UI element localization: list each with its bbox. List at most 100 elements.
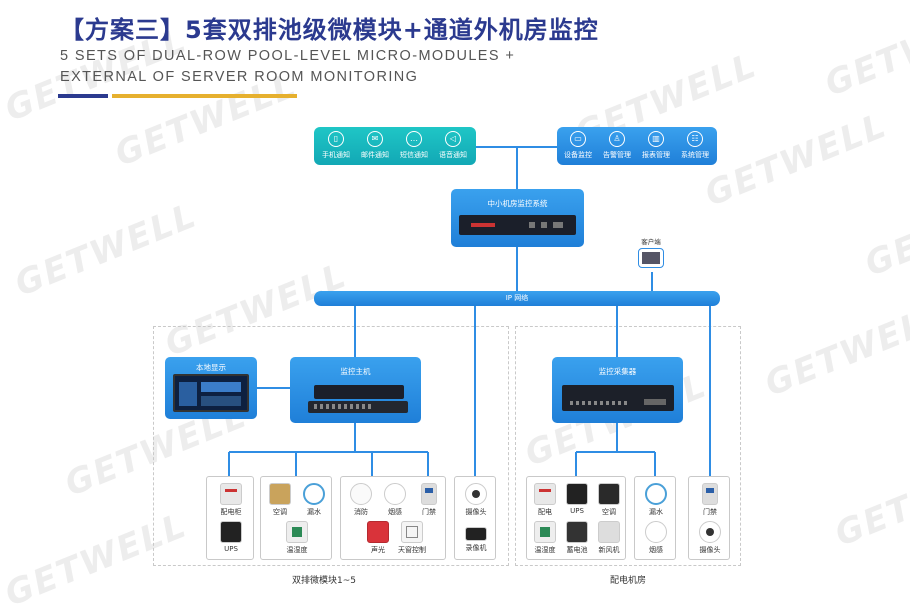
manage-item-report[interactable]: ▥ 报表管理	[638, 131, 674, 160]
item-label: 烟感	[649, 546, 663, 554]
video-recorder-icon	[465, 527, 487, 541]
item-label: 漏水	[649, 508, 663, 516]
list-item[interactable]: UPS	[560, 483, 594, 515]
list-item[interactable]: 漏水	[639, 483, 673, 517]
list-item[interactable]: 温湿度	[528, 521, 562, 555]
notify-item-sms[interactable]: … 短信通知	[396, 131, 432, 160]
temperature-humidity-icon	[286, 521, 308, 543]
laptop-icon	[638, 248, 664, 268]
monitoring-collector[interactable]: 监控采集器	[552, 357, 683, 423]
item-label: UPS	[570, 507, 584, 515]
list-item[interactable]: 烟感	[378, 483, 412, 517]
list-item[interactable]: 门禁	[693, 483, 727, 517]
list-item[interactable]: 新风机	[592, 521, 626, 555]
center-monitoring-system[interactable]: 中小机房监控系统	[451, 189, 584, 247]
access-control-icon	[702, 483, 718, 505]
ip-network-bus: IP 网络	[314, 291, 720, 306]
monitoring-host-label: 监控主机	[340, 367, 371, 376]
list-item[interactable]: 空调	[592, 483, 626, 517]
list-item[interactable]: 漏水	[297, 483, 331, 517]
list-item[interactable]: 配电	[528, 483, 562, 517]
system-icon: ☷	[687, 131, 703, 147]
notify-item-label: 邮件通知	[361, 151, 389, 159]
list-item[interactable]: 烟感	[639, 521, 673, 555]
item-label: 温湿度	[286, 546, 308, 554]
list-item[interactable]: 天窗控制	[395, 521, 429, 555]
list-item[interactable]: UPS	[214, 521, 248, 553]
monitoring-host[interactable]: 监控主机	[290, 357, 421, 423]
group-power-room-devices: 配电 UPS 空调 温湿度 蓄电池 新风机	[526, 476, 626, 560]
item-label: 配电柜	[220, 508, 242, 516]
local-display[interactable]: 本地显示	[165, 357, 257, 419]
notify-item-phone[interactable]: ▯ 手机通知	[318, 131, 354, 160]
manage-item-alarm[interactable]: ♙ 告警管理	[599, 131, 635, 160]
smoke-detector-icon	[645, 521, 667, 543]
notify-item-voice[interactable]: ◁ 语音通知	[435, 131, 471, 160]
title-underline-gold	[112, 94, 297, 98]
list-item[interactable]: 蓄电池	[560, 521, 594, 555]
list-item[interactable]: 门禁	[412, 483, 446, 517]
battery-icon	[566, 521, 588, 543]
item-label: 摄像头	[465, 508, 487, 516]
notify-item-mail[interactable]: ✉ 邮件通知	[357, 131, 393, 160]
group-leak-smoke: 漏水 烟感	[634, 476, 676, 560]
item-label: 摄像头	[699, 546, 721, 554]
item-label: 声光	[371, 546, 385, 554]
item-label: 空调	[273, 508, 287, 516]
list-item[interactable]: 摄像头	[693, 521, 727, 555]
list-item[interactable]: 录像机	[459, 521, 493, 553]
list-item[interactable]: 消防	[344, 483, 378, 517]
item-label: 配电	[538, 508, 552, 516]
alarm-icon: ♙	[609, 131, 625, 147]
host-device-icon	[308, 401, 408, 413]
air-conditioner-icon	[269, 483, 291, 505]
monitor-icon: ▭	[570, 131, 586, 147]
water-leak-icon	[303, 483, 325, 505]
dual-row-module-zone	[153, 326, 509, 566]
manage-item-label: 系统管理	[681, 151, 709, 159]
item-label: UPS	[224, 545, 238, 553]
local-display-label: 本地显示	[196, 363, 226, 372]
list-item[interactable]: 摄像头	[459, 483, 493, 517]
power-room-zone	[515, 326, 741, 566]
skylight-control-icon	[401, 521, 423, 543]
item-label: 温湿度	[534, 546, 556, 554]
group-power-ups: 配电柜 UPS	[206, 476, 254, 560]
item-label: 天窗控制	[398, 546, 426, 554]
notification-panel: ▯ 手机通知 ✉ 邮件通知 … 短信通知 ◁ 语音通知	[314, 127, 476, 165]
ip-network-label: IP 网络	[505, 294, 529, 302]
power-distribution-icon	[534, 483, 556, 505]
list-item[interactable]: 声光	[361, 521, 395, 555]
water-leak-icon	[645, 483, 667, 505]
ups-icon	[566, 483, 588, 505]
list-item[interactable]: 空调	[263, 483, 297, 517]
item-label: 门禁	[422, 508, 436, 516]
list-item[interactable]: 配电柜	[214, 483, 248, 517]
list-item[interactable]: 温湿度	[280, 521, 314, 555]
smoke-detector-icon	[384, 483, 406, 505]
center-system-label: 中小机房监控系统	[487, 199, 548, 208]
power-room-caption: 配电机房	[610, 576, 647, 586]
manage-item-label: 设备监控	[564, 151, 592, 159]
manage-item-system[interactable]: ☷ 系统管理	[677, 131, 713, 160]
item-label: 新风机	[598, 546, 620, 554]
access-control-icon	[421, 483, 437, 505]
phone-icon: ▯	[328, 131, 344, 147]
camera-icon	[465, 483, 487, 505]
server-device-icon	[459, 215, 576, 235]
group-access-camera: 门禁 摄像头	[688, 476, 730, 560]
ups-icon	[220, 521, 242, 543]
power-cabinet-icon	[220, 483, 242, 505]
group-camera-recorder: 摄像头 录像机	[454, 476, 496, 560]
temperature-humidity-icon	[534, 521, 556, 543]
air-conditioner-icon	[598, 483, 620, 505]
collector-label: 监控采集器	[598, 367, 637, 376]
manage-item-monitor[interactable]: ▭ 设备监控	[560, 131, 596, 160]
report-icon: ▥	[648, 131, 664, 147]
client-terminal[interactable]: 客户端	[638, 236, 664, 268]
item-label: 漏水	[307, 508, 321, 516]
display-screen-icon	[173, 374, 249, 412]
notify-item-label: 手机通知	[322, 151, 350, 159]
subtitle-line-1: 5 SETS OF DUAL-ROW POOL-LEVEL MICRO-MODU…	[60, 48, 516, 64]
item-label: 门禁	[703, 508, 717, 516]
